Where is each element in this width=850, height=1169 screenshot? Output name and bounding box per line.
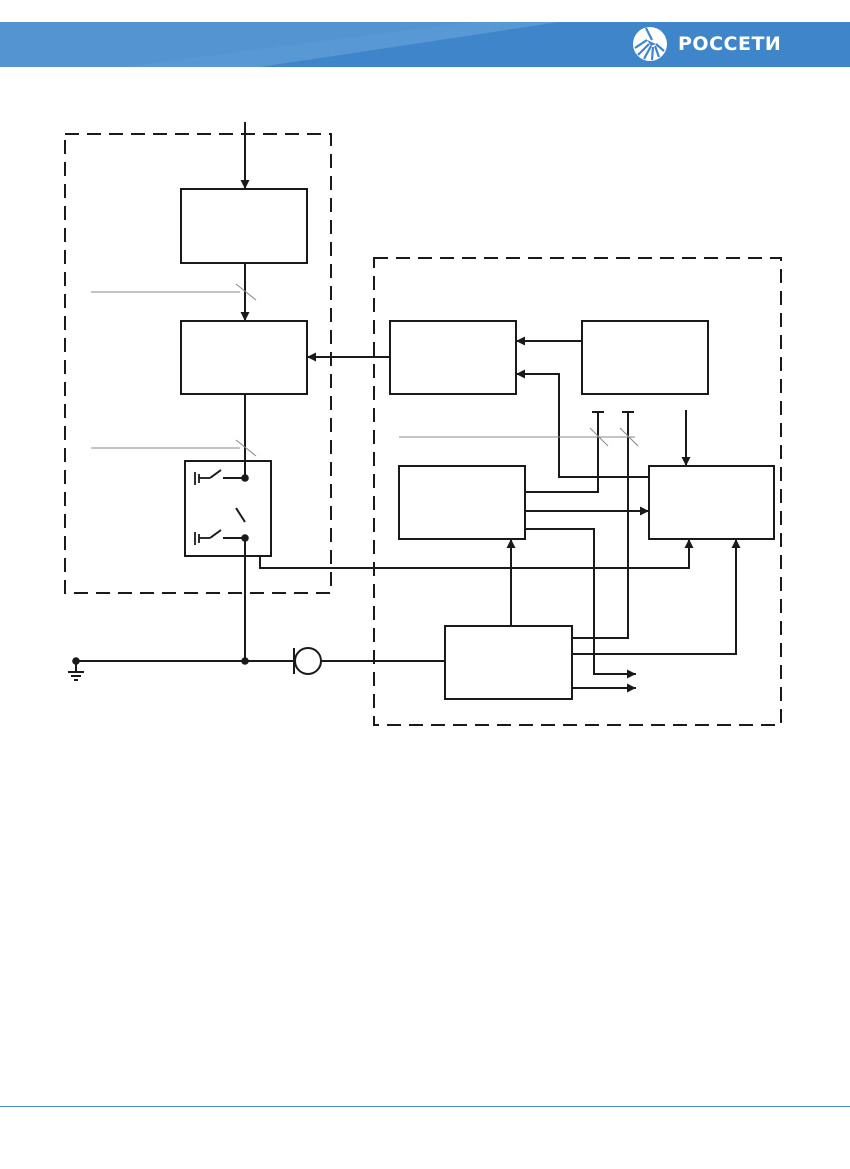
block-upper-center (389, 320, 517, 395)
junction-dot (241, 474, 249, 482)
footer-divider (0, 1106, 850, 1107)
block-middle-center (398, 465, 526, 540)
junction-dot (241, 534, 249, 542)
brand-logo[interactable]: РОССЕТИ (630, 24, 781, 64)
switch-signal-line (259, 539, 694, 569)
block-middle-right (648, 465, 775, 540)
rosseti-logo-icon (633, 27, 667, 61)
block-upper-right (581, 320, 709, 395)
right-dashed-enclosure (373, 257, 782, 726)
switch-open-blade (235, 507, 246, 523)
terminal-left (525, 412, 599, 493)
header-band (0, 22, 850, 67)
junction-dot (72, 657, 80, 665)
terminal-right (572, 412, 629, 639)
left-dashed-enclosure (64, 133, 332, 594)
switch-block (184, 460, 272, 557)
block-bottom-center (444, 625, 573, 700)
line-center-to-outputs (525, 528, 636, 679)
lower-contact-blade (209, 529, 222, 539)
upper-contact-blade (209, 469, 222, 479)
feedback-to-upper-center (516, 369, 649, 478)
junction-dot (241, 657, 249, 665)
header-background (0, 22, 850, 67)
arrow-bottom-to-right (572, 539, 741, 655)
block-middle-left (180, 320, 308, 395)
brand-name: РОССЕТИ (678, 33, 782, 55)
sensor-circle (294, 647, 322, 675)
block-top-left (180, 188, 308, 264)
